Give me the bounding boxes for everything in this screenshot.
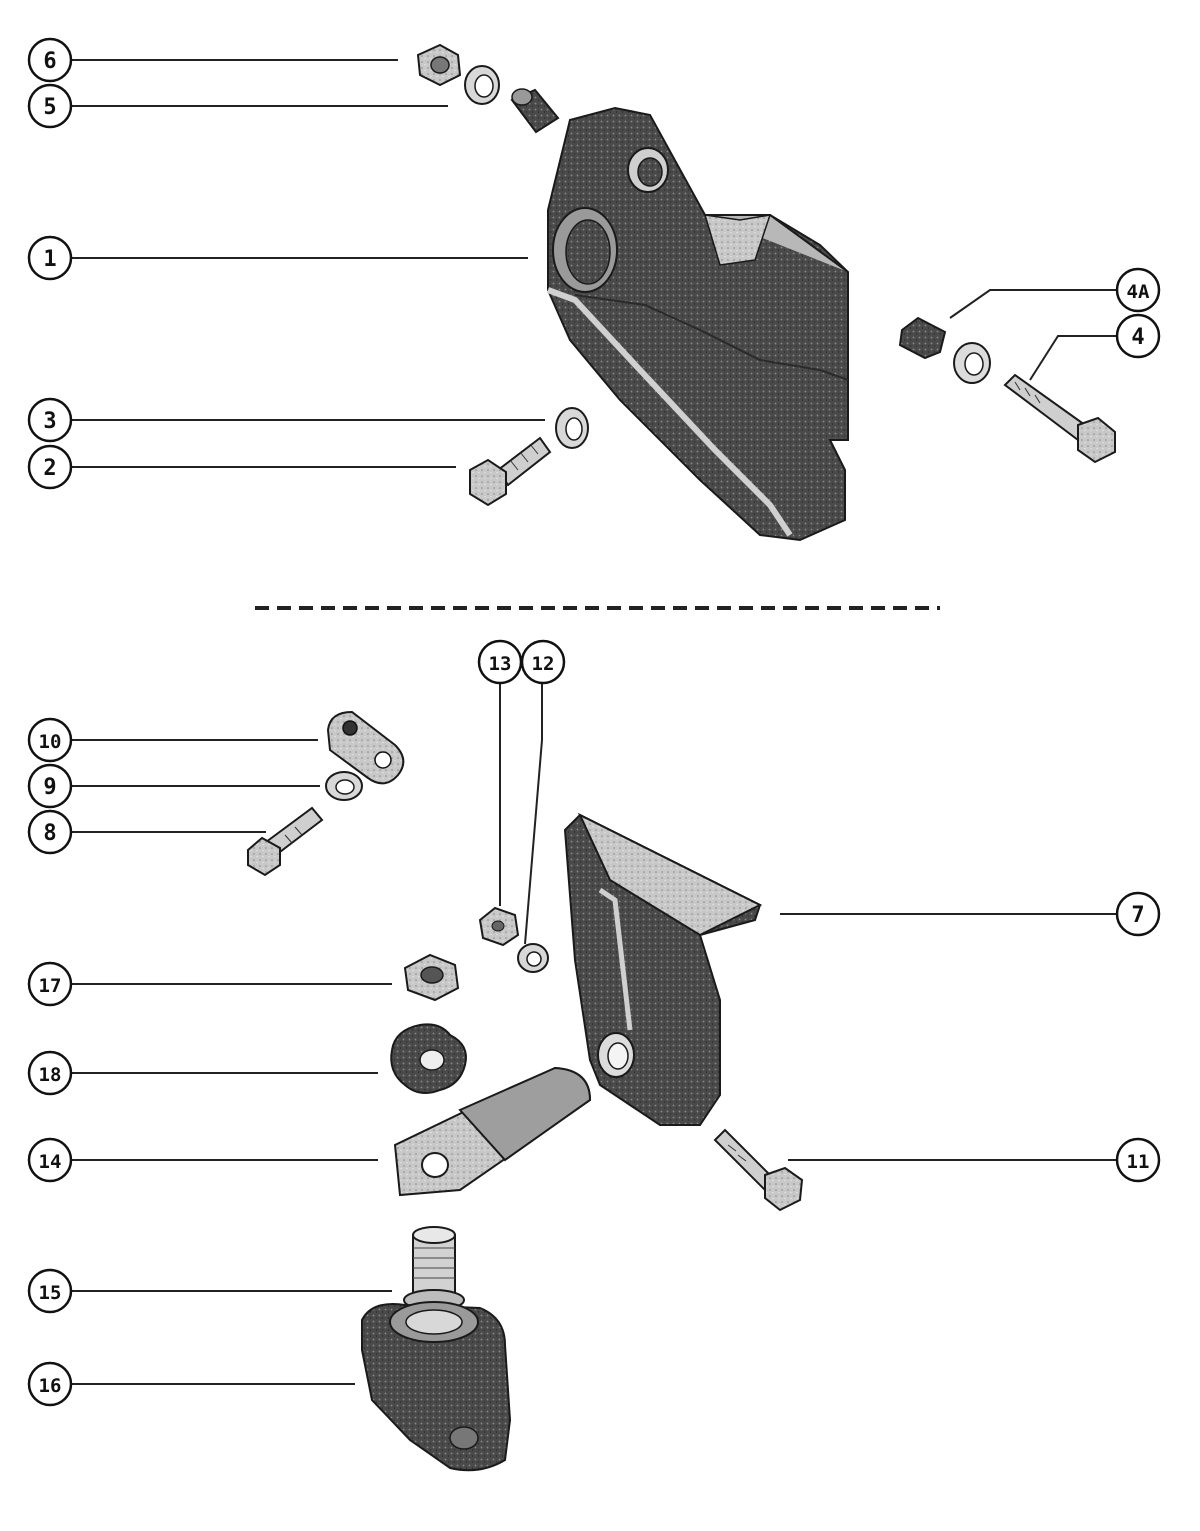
callout-4a-label: 4A	[1127, 281, 1150, 303]
callout-18-label: 18	[39, 1064, 62, 1086]
leader-4a	[949, 289, 1116, 319]
part-9-washer	[325, 771, 363, 801]
callout-17-label: 17	[39, 975, 62, 997]
callout-2-label: 2	[43, 456, 56, 481]
callout-15-label: 15	[39, 1282, 62, 1304]
part-4a-set-screw	[898, 316, 947, 360]
callout-7: 7	[1115, 891, 1161, 937]
callout-12: 12	[520, 639, 566, 685]
callout-9-label: 9	[43, 775, 56, 800]
callout-1-label: 1	[43, 247, 56, 272]
part-12-washer	[517, 943, 549, 973]
callout-8: 8	[27, 809, 73, 855]
leader-4	[1029, 335, 1116, 381]
callout-6: 6	[27, 37, 73, 83]
callout-5-label: 5	[43, 95, 56, 120]
part-14-link	[393, 1066, 592, 1197]
callout-16: 16	[27, 1361, 73, 1407]
part-13-nut	[478, 906, 520, 947]
callout-10-label: 10	[39, 731, 62, 753]
callout-4a: 4A	[1115, 267, 1161, 313]
part-10-plate	[326, 710, 405, 785]
callout-1: 1	[27, 235, 73, 281]
callout-8-label: 8	[43, 821, 56, 846]
callout-7-label: 7	[1131, 903, 1144, 928]
callout-15: 15	[27, 1268, 73, 1314]
callout-13: 13	[477, 639, 523, 685]
part-7-bracket	[563, 812, 763, 1126]
callout-18: 18	[27, 1050, 73, 1096]
callout-2: 2	[27, 444, 73, 490]
part-1-main-bracket	[546, 106, 849, 542]
callout-11-label: 11	[1127, 1151, 1150, 1173]
callout-4-label: 4	[1131, 325, 1144, 350]
spacer-sleeve	[510, 88, 560, 134]
callout-10: 10	[27, 717, 73, 763]
part-17-hex-nut	[403, 953, 460, 1002]
callout-12-label: 12	[532, 653, 555, 675]
callout-17: 17	[27, 961, 73, 1007]
callout-9: 9	[27, 763, 73, 809]
part-2-bolt	[469, 436, 552, 507]
leader-12	[524, 683, 543, 945]
callout-6-label: 6	[43, 49, 56, 74]
part-5-lock-washer	[464, 65, 500, 105]
callout-16-label: 16	[39, 1375, 62, 1397]
callout-3-label: 3	[43, 409, 56, 434]
callout-3: 3	[27, 397, 73, 443]
part-8-bolt	[247, 806, 324, 877]
callout-14: 14	[27, 1137, 73, 1183]
callout-14-label: 14	[39, 1151, 62, 1173]
part-16-housing	[361, 1301, 512, 1472]
callout-11: 11	[1115, 1137, 1161, 1183]
callout-4: 4	[1115, 313, 1161, 359]
callout-5: 5	[27, 83, 73, 129]
callout-13-label: 13	[489, 653, 512, 675]
part-18-cam-plate	[390, 1023, 467, 1095]
part-6-hex-nut	[416, 43, 462, 87]
part-11-bolt	[713, 1128, 804, 1212]
part-3-washer	[555, 407, 589, 449]
part-4-washer	[953, 342, 991, 384]
part-15-stud	[403, 1226, 465, 1311]
part-4-bolt	[1003, 373, 1116, 464]
